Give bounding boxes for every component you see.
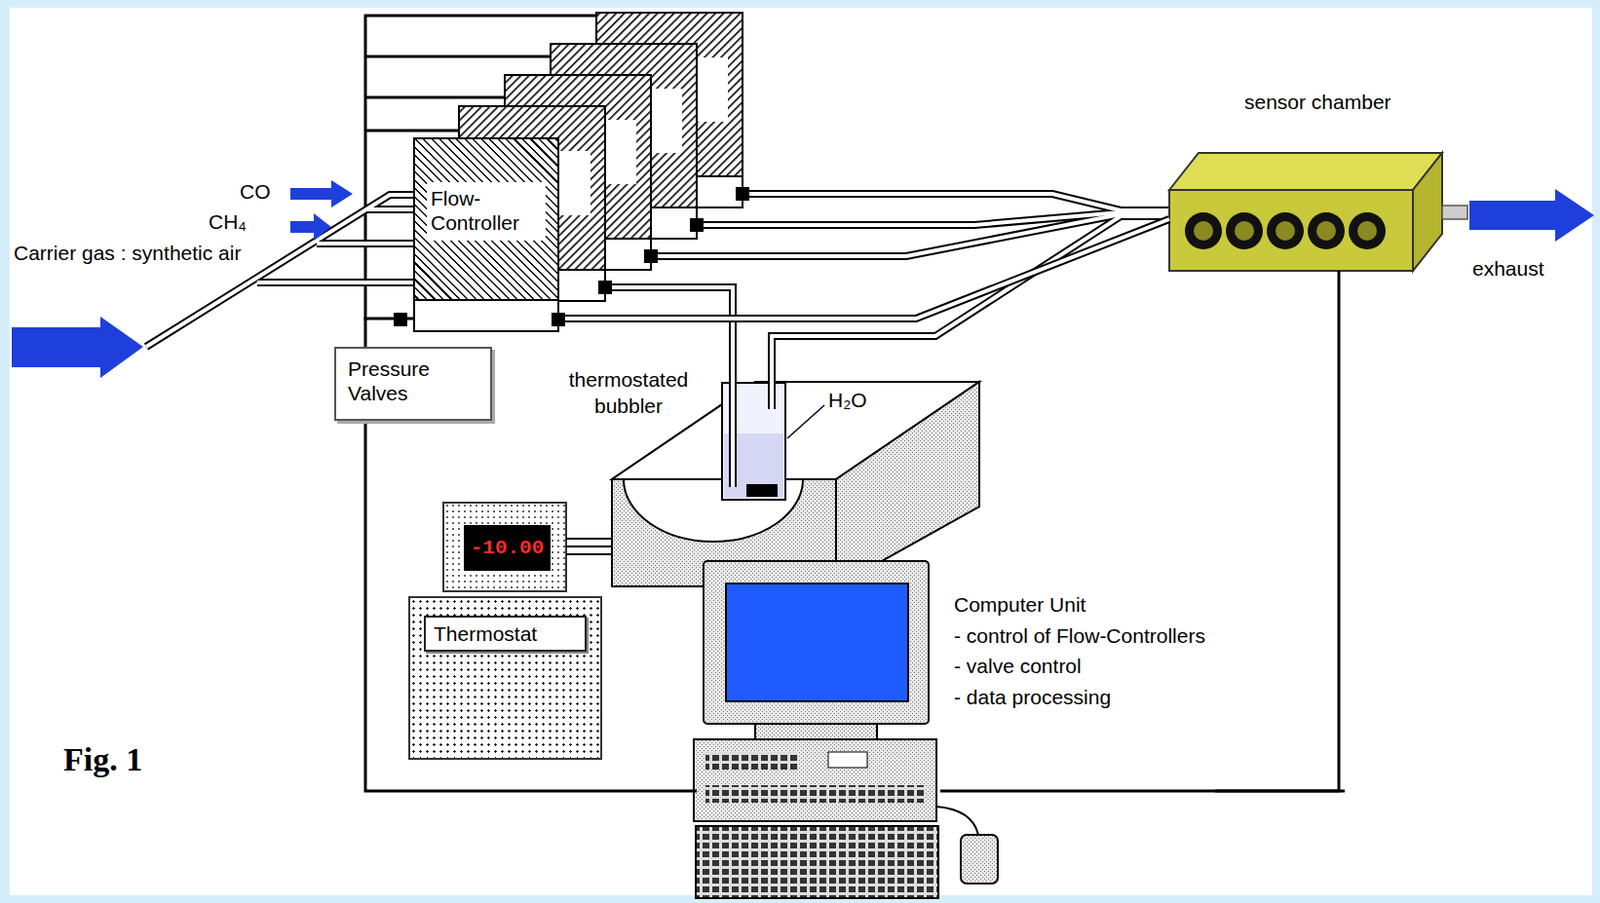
label-text: CO: [239, 178, 271, 205]
hose: [566, 553, 612, 556]
drive-bay: [705, 785, 925, 803]
sensor-socket: [1316, 221, 1336, 241]
pipe-bore: [703, 212, 1170, 226]
display-reading: -10.00: [463, 525, 551, 572]
keyboard: [695, 826, 939, 899]
mouse: [960, 835, 998, 884]
exhaust-arrow: [1469, 189, 1595, 242]
pipe: [257, 278, 414, 287]
sensor-chamber-box: [1169, 152, 1468, 271]
node-text: - valve control: [953, 650, 1206, 683]
label-text: CH₄: [208, 208, 247, 235]
outlet-port: [644, 249, 658, 264]
label-text: Carrier gas : synthetic air: [13, 239, 175, 267]
gas-arrows: [11, 180, 1595, 379]
bubbler-frit: [746, 484, 778, 497]
node-title: Computer Unit: [953, 589, 1206, 621]
control-wire: [365, 55, 551, 59]
inlet-arrow: [290, 213, 332, 241]
node-text: - data processing: [953, 682, 1206, 714]
sensor-chamber: sensor chamber: [1169, 190, 1413, 271]
thermostat-box: Thermostat: [408, 596, 603, 761]
label-text: thermostated bubbler: [540, 366, 717, 420]
screen: [725, 583, 909, 702]
pipe-bore: [257, 280, 414, 285]
system-unit: [693, 739, 937, 822]
label-text: H₂O: [828, 386, 868, 414]
drive-bay: [705, 752, 799, 770]
control-wire: [365, 129, 459, 133]
computer: [693, 561, 998, 899]
sensor-socket: [1266, 212, 1304, 250]
port-square: [551, 312, 566, 327]
pipe-bore: [367, 207, 414, 212]
hose: [566, 537, 612, 540]
flow-controller-box: Flow-Controller: [413, 137, 560, 333]
figure-caption: Fig. 1: [63, 738, 143, 782]
sensor-socket: [1234, 221, 1255, 241]
sensor-socket: [1275, 221, 1296, 241]
monitor-stand: [755, 723, 877, 740]
port-square: [393, 312, 408, 327]
pipe-bore: [559, 219, 1170, 319]
sensor-socket: [1348, 212, 1386, 250]
chamber-top: [1169, 152, 1443, 191]
pipe: [749, 193, 1170, 211]
node-title: Flow-Controller: [426, 182, 546, 241]
inlet-arrow: [290, 180, 353, 208]
inlet-arrow: [11, 316, 144, 379]
valve-box: Pressure Valves: [334, 346, 493, 421]
node-title: Thermostat: [423, 615, 587, 652]
signal-wire: [1215, 270, 1339, 792]
monitor: [703, 561, 929, 724]
exhaust-nozzle: [1442, 205, 1468, 220]
sensor-socket: [1193, 221, 1214, 241]
control-wire: [365, 96, 505, 100]
sensor-socket: [1357, 221, 1377, 241]
outlet-port: [689, 218, 704, 232]
pipe-bore: [146, 194, 414, 347]
computer-unit: Computer Unit- control of Flow-Controlle…: [696, 560, 1216, 897]
connector-group: [559, 219, 1170, 319]
gas-pipes: [146, 193, 1170, 488]
bath-trough: [623, 479, 803, 542]
bath-hoses: [566, 538, 612, 555]
sensor-socket: [1225, 212, 1263, 250]
sensor-sockets: [1184, 212, 1386, 250]
leader-line: [787, 405, 825, 439]
chamber-side: [1412, 152, 1443, 271]
chamber-front: [1169, 190, 1413, 271]
gas-pipe-bores: [146, 193, 1170, 488]
node-title: sensor chamber: [1244, 89, 1392, 115]
hose: [566, 545, 612, 548]
sensor-socket: [1184, 212, 1222, 250]
pipe: [316, 239, 414, 248]
pipe-bore: [316, 241, 414, 246]
thermostat-display: [443, 502, 612, 592]
node-text: - control of Flow-Controllers: [953, 620, 1206, 652]
pipe: [146, 194, 414, 347]
gas-pipe: [559, 219, 1170, 319]
outlet-port: [598, 280, 612, 295]
node-title: Pressure Valves: [347, 356, 479, 406]
sensor-socket: [1307, 212, 1345, 250]
mouse-cord: [936, 806, 979, 836]
outlet-port: [735, 187, 750, 201]
connector-group: [1215, 270, 1339, 792]
label-text: exhaust: [1472, 255, 1545, 282]
pipe-bore: [749, 193, 1170, 211]
bath-side: [836, 381, 980, 587]
water-bath: [611, 381, 980, 587]
bath-body: [611, 381, 980, 587]
control-wires: [365, 15, 1345, 792]
display-housing: [443, 502, 567, 592]
panel: [9, 7, 1593, 896]
drive-slot: [828, 752, 868, 768]
